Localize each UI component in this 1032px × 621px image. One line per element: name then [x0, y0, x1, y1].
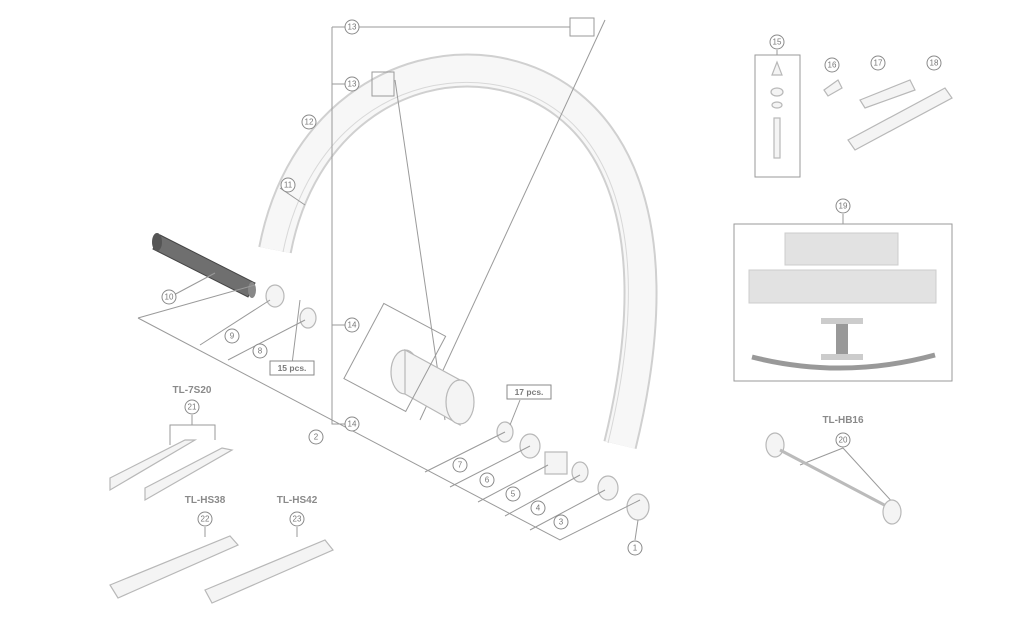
- svg-text:4: 4: [536, 504, 541, 513]
- callout-4: 4: [530, 500, 546, 516]
- callout-22: 22: [197, 511, 213, 527]
- tool-tl-hs38: [109, 527, 239, 599]
- hub: [343, 302, 475, 427]
- svg-text:1: 1: [633, 544, 638, 553]
- callout-9: 9: [224, 328, 240, 344]
- svg-text:16: 16: [828, 61, 837, 70]
- svg-text:20: 20: [839, 436, 848, 445]
- callout-12: 12: [301, 114, 317, 130]
- svg-text:9: 9: [230, 332, 235, 341]
- callout-3: 3: [553, 514, 569, 530]
- svg-text:21: 21: [188, 403, 197, 412]
- leader-lines: [137, 17, 641, 541]
- svg-text:14: 14: [348, 321, 357, 330]
- callout-10: 10: [161, 289, 177, 305]
- spokes: [394, 19, 606, 421]
- callout-8: 8: [252, 343, 268, 359]
- label-tl-hs38: TL-HS38: [185, 495, 226, 506]
- hub-parts: [265, 284, 650, 521]
- tool-tl-hb16: [765, 432, 902, 525]
- tool-tl-hs42: [204, 527, 334, 604]
- callout-6: 6: [479, 472, 495, 488]
- callout-1: 1: [627, 540, 643, 556]
- callout-13: 13: [344, 19, 360, 35]
- callout-23: 23: [289, 511, 305, 527]
- callout-11: 11: [280, 177, 296, 193]
- valve-kit: [754, 50, 953, 178]
- svg-text:23: 23: [293, 515, 302, 524]
- svg-text:13: 13: [348, 23, 357, 32]
- qty-15-pcs: 15 pcs.: [269, 360, 315, 376]
- axle: [152, 233, 256, 298]
- callout-2: 2: [308, 429, 324, 445]
- decal-set: [733, 214, 953, 382]
- label-tl-7s20: TL-7S20: [173, 385, 212, 396]
- tool-tl-7s20: [109, 415, 234, 502]
- callout-17: 17: [870, 55, 886, 71]
- svg-text:3: 3: [559, 518, 564, 527]
- svg-text:6: 6: [485, 476, 490, 485]
- callout-19: 19: [835, 198, 851, 214]
- svg-text:2: 2: [314, 433, 319, 442]
- svg-text:10: 10: [165, 293, 174, 302]
- callout-7: 7: [452, 457, 468, 473]
- svg-text:22: 22: [201, 515, 210, 524]
- svg-text:15: 15: [773, 38, 782, 47]
- callout-16: 16: [824, 57, 840, 73]
- svg-text:5: 5: [511, 490, 516, 499]
- svg-text:18: 18: [930, 59, 939, 68]
- callout-20: 20: [835, 432, 851, 448]
- svg-text:15 pcs.: 15 pcs.: [278, 363, 307, 373]
- callout-5: 5: [505, 486, 521, 502]
- svg-text:17 pcs.: 17 pcs.: [515, 387, 544, 397]
- rim: [258, 53, 658, 450]
- svg-text:7: 7: [458, 461, 463, 470]
- callout-14: 14: [344, 416, 360, 432]
- svg-text:12: 12: [305, 118, 314, 127]
- svg-text:19: 19: [839, 202, 848, 211]
- label-tl-hb16: TL-HB16: [822, 415, 864, 426]
- svg-text:14: 14: [348, 420, 357, 429]
- callout-18: 18: [926, 55, 942, 71]
- label-tl-hs42: TL-HS42: [277, 495, 318, 506]
- callout-15: 15: [769, 34, 785, 50]
- callout-13: 13: [344, 76, 360, 92]
- callout-14: 14: [344, 317, 360, 333]
- svg-text:8: 8: [258, 347, 263, 356]
- svg-text:17: 17: [874, 59, 883, 68]
- callout-21: 21: [184, 399, 200, 415]
- svg-text:13: 13: [348, 80, 357, 89]
- qty-17-pcs: 17 pcs.: [506, 384, 552, 400]
- svg-text:11: 11: [284, 181, 293, 190]
